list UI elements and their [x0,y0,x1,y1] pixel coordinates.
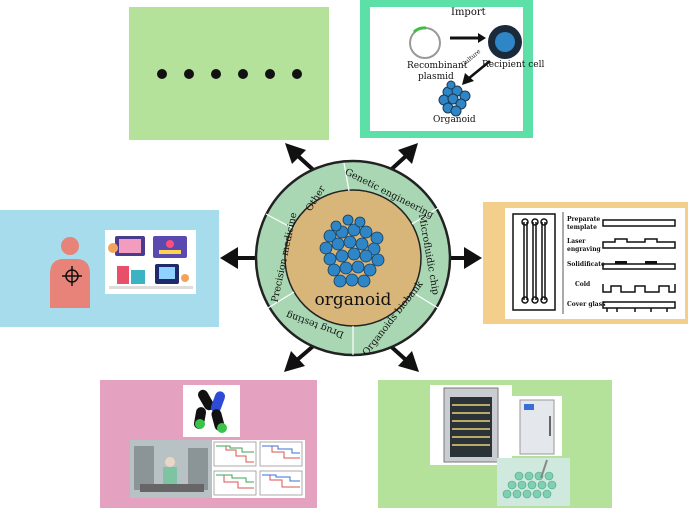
organoids-biobank-panel [378,380,612,508]
organoid-cluster-small [438,80,471,117]
microfluidic-chip-card: Preparate template Laser engraving Solid… [505,208,685,319]
microfluidic-chip-panel: Preparate template Laser engraving Solid… [483,202,688,324]
precision-medicine-panel [0,210,219,327]
step-5-label: Cover glass [567,301,606,308]
plasmid-label-2: plasmid [418,72,454,82]
step-3-label: Solidificate [567,261,605,268]
freezer-image [512,396,562,456]
capsules-image [183,385,240,437]
ellipsis-icon [157,69,302,79]
genetic-engineering-card: Import Recombinant plasmid Recipient cel… [370,7,544,131]
other-panel [129,7,329,140]
step-4-label: Cold [575,281,591,288]
genetic-engineering-panel: Import Recombinant plasmid Recipient cel… [360,0,544,138]
lab-photo [130,440,212,498]
step-2-label: Laser engraving [567,238,601,253]
outward-arrows [220,143,482,372]
recipient-label: Recipient cell [482,60,545,70]
chip-icon [512,213,556,311]
drug-testing-panel [100,380,317,508]
import-label: Import [451,7,486,18]
arrow-left-icon [220,247,260,269]
survival-curves-grid [212,440,305,498]
incubator-image [430,385,512,465]
culture-plate-image [497,458,570,506]
center-title: organoid [315,290,392,310]
precision-medicine-illustration [105,230,196,294]
step-1-label: Preparate template [567,216,601,231]
plasmid-label-1: Recombinant [407,61,468,71]
patient-target-icon [50,237,90,308]
organoid-cluster-icon [319,214,385,288]
organoid-label: Organoid [433,115,476,125]
